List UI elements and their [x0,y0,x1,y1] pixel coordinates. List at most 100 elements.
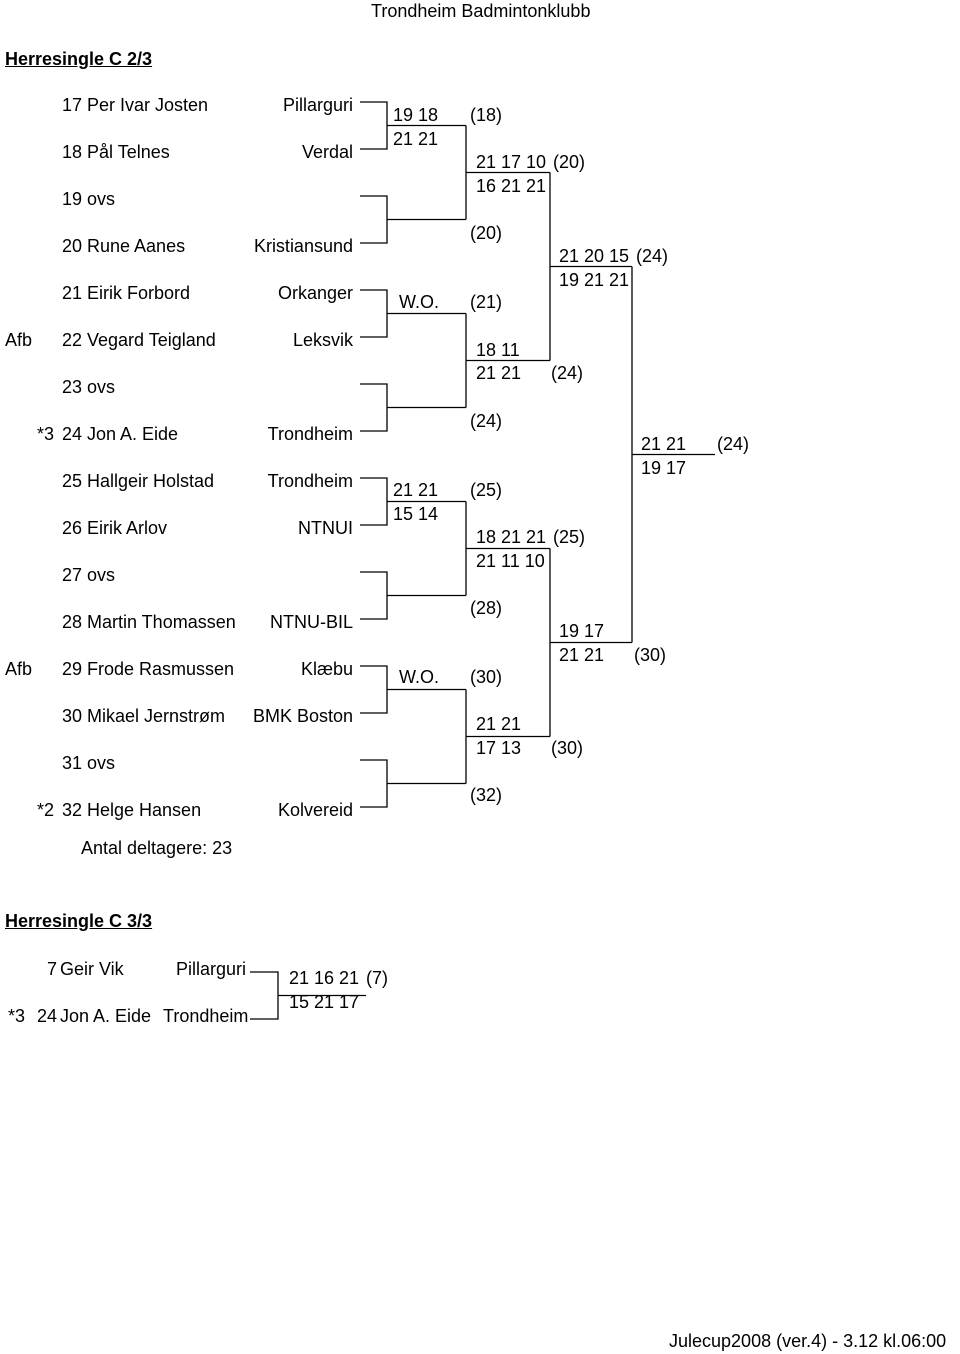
match-score: 19 18 [393,105,439,125]
player-club: Pillarguri [282,95,353,115]
afb-marker: Afb [5,330,33,350]
player-name: Rune Aanes [87,236,186,256]
match-score: 15 14 [393,504,439,524]
player-club: Verdal [301,142,353,162]
match-winner: (24) [551,363,584,383]
match-score: W.O. [399,667,439,687]
match-score: 15 21 17 [289,992,360,1012]
match-winner: (30) [551,738,584,758]
match-score: 19 21 21 [559,270,630,290]
c33-bracket [250,971,279,1020]
match-winner: (24) [636,246,669,266]
player-name: Geir Vik [60,959,124,979]
match-winner: (32) [470,785,503,805]
match-score: 17 13 [476,738,522,758]
player-club: Klæbu [300,659,353,679]
player-number: 20 [61,236,82,256]
player-name: ovs [87,753,116,773]
player-number: 29 [61,659,82,679]
match-score: 18 11 [476,340,520,360]
match-score: 18 21 21 [476,527,547,547]
match-score: 16 21 21 [476,176,547,196]
match-score: 21 17 10 [476,152,547,172]
round1-bracket [360,195,388,244]
player-club: Trondheim [267,471,353,491]
round1-bracket [360,477,388,526]
match-winner: (24) [470,411,503,431]
player-number: 32 [61,800,82,820]
player-club: Kristiansund [253,236,353,256]
match-score: 21 20 15 [559,246,630,266]
player-name: ovs [87,189,116,209]
match-score: 21 21 [641,434,687,454]
player-number: 26 [61,518,82,538]
player-name: Helge Hansen [87,800,202,820]
player-name: Jon A. Eide [60,1006,152,1026]
player-number: 21 [61,283,82,303]
match-score: W.O. [399,292,439,312]
player-club: Kolvereid [277,800,353,820]
player-name: Per Ivar Josten [87,95,209,115]
match-score: 19 17 [641,458,687,478]
player-club: Trondheim [163,1006,249,1026]
match-winner: (28) [470,598,503,618]
player-number: 7 [46,959,57,979]
player-number: 31 [61,753,82,773]
match-winner: (30) [634,645,667,665]
match-winner: (20) [553,152,586,172]
round1-bracket [360,571,388,620]
player-club: Leksvik [292,330,353,350]
round1-bracket [360,665,388,714]
match-winner: (30) [470,667,503,687]
round1-bracket [360,289,388,338]
player-name: Eirik Arlov [87,518,168,538]
section-title-c33: Herresingle C 3/3 [5,911,153,931]
match-score: 21 21 [476,363,522,383]
player-number: 19 [61,189,82,209]
match-winner: (18) [470,105,503,125]
player-club: NTNUI [298,518,353,538]
player-name: Frode Rasmussen [87,659,235,679]
round1-bracket [360,101,388,150]
match-winner: (25) [553,527,586,547]
player-name: ovs [87,565,116,585]
player-name: Pål Telnes [87,142,170,162]
player-number: 18 [61,142,82,162]
section-title-c23: Herresingle C 2/3 [5,49,153,69]
round1-bracket [360,383,388,432]
player-number: 22 [61,330,82,350]
match-winner: (20) [470,223,503,243]
player-club: Trondheim [267,424,353,444]
match-winner: (7) [366,968,388,988]
player-number: 17 [61,95,82,115]
player-club: Orkanger [277,283,353,303]
player-number: 24 [61,424,82,444]
player-name: Martin Thomassen [87,612,236,632]
player-number: 25 [61,471,82,491]
participant-count: Antal deltagere: 23 [81,838,233,858]
player-club: BMK Boston [252,706,353,726]
match-score: 21 16 21 [289,968,360,988]
player-name: Eirik Forbord [87,283,191,303]
match-score: 21 21 [393,480,439,500]
player-name: Jon A. Eide [87,424,179,444]
player-number: 23 [61,377,82,397]
player-name: Mikael Jernstrøm [87,706,226,726]
player-number: 24 [36,1006,57,1026]
match-winner: (24) [717,434,750,454]
match-winner: (25) [470,480,503,500]
match-winner: (21) [470,292,503,312]
player-name: Hallgeir Holstad [87,471,215,491]
seed-marker: *2 [37,800,55,820]
player-number: 28 [61,612,82,632]
club-name: Trondheim Badmintonklubb [371,1,591,21]
match-score: 21 11 10 [476,551,545,571]
match-score: 19 17 [559,621,605,641]
player-club: NTNU-BIL [269,612,353,632]
round1-bracket [360,759,388,808]
match-score: 21 21 [476,714,522,734]
player-name: ovs [87,377,116,397]
player-name: Vegard Teigland [87,330,216,350]
afb-marker: Afb [5,659,33,679]
